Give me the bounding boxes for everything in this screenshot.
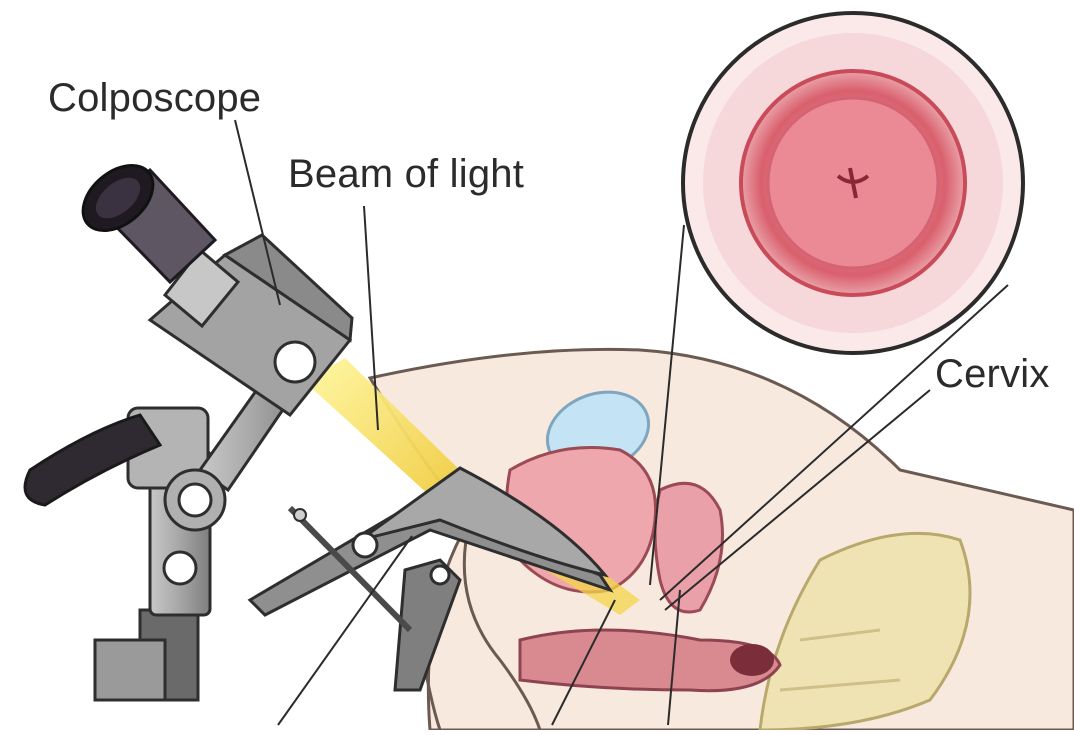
cervix-label: Cervix	[935, 352, 1050, 397]
cervix-magnified-inset	[683, 13, 1023, 353]
rectum-opening	[730, 644, 774, 676]
colposcope-label: Colposcope	[48, 76, 261, 121]
colposcope-instrument	[25, 152, 352, 700]
beam-of-light-label: Beam of light	[288, 152, 524, 197]
